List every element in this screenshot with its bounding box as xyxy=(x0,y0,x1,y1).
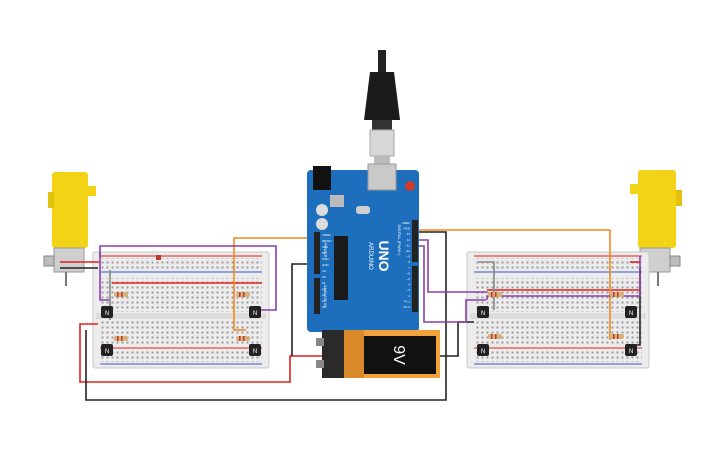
transistor-right-3: N xyxy=(477,344,489,356)
resistor-right-d xyxy=(610,334,624,339)
pin-label: ~10 xyxy=(405,249,410,253)
orange-wire-right xyxy=(418,229,611,340)
pin-label: AREF xyxy=(402,221,410,225)
pin-label: A4 xyxy=(322,299,326,303)
pin-label: 5V xyxy=(322,251,326,255)
left-dc-motor[interactable] xyxy=(43,172,96,286)
transistor-left-2: N xyxy=(249,306,261,318)
power-indicator xyxy=(156,255,161,260)
pin-label: 13 xyxy=(407,232,411,236)
purple-wire-left-top xyxy=(99,245,277,311)
transistor-label: N xyxy=(105,311,109,317)
resistor-left-c xyxy=(114,336,128,341)
pin-label: Vin xyxy=(322,269,327,273)
transistor-right-4: N xyxy=(625,344,637,356)
resistor-right-b xyxy=(610,292,624,297)
usb-cable[interactable] xyxy=(364,50,400,166)
arduino-logo-text: UNO xyxy=(376,240,392,271)
black-wire-bottom xyxy=(85,231,447,401)
pin-label: GND xyxy=(322,257,330,261)
transistor-label: N xyxy=(253,349,257,355)
pin-label: A0 xyxy=(322,275,326,279)
arduino-uno-board[interactable]: UNO ARDUINO DIGITAL (PWM~) POWER ANALOG … xyxy=(307,163,419,332)
black-wire-gnd xyxy=(291,263,310,356)
transistor-right-1: N xyxy=(477,306,489,318)
transistor-label: N xyxy=(481,349,485,355)
pin-label: ~11 xyxy=(405,243,410,247)
analog-section-label: ANALOG IN xyxy=(323,285,328,307)
resistor-left-a xyxy=(114,292,128,297)
red-wire-left-loop xyxy=(79,323,322,383)
purple-wire-to-right xyxy=(418,239,487,293)
pin-label: GND xyxy=(403,227,411,231)
resistor-right-c xyxy=(488,334,502,339)
pin-label: A2 xyxy=(322,287,326,291)
pin-label: GND xyxy=(322,263,330,267)
pin-label: 12 xyxy=(407,238,411,242)
arduino-brand-text: ARDUINO xyxy=(367,242,373,270)
pin-label: ~6 xyxy=(407,271,411,275)
orange-wire-left xyxy=(233,237,310,331)
digital-section-label: DIGITAL (PWM~) xyxy=(397,225,402,257)
transistor-left-3: N xyxy=(101,344,113,356)
pin-label: 4 xyxy=(408,283,410,287)
resistors[interactable] xyxy=(114,292,624,341)
resistor-left-b xyxy=(236,292,250,297)
battery-label: 9V xyxy=(390,345,407,365)
resistor-left-d xyxy=(236,336,250,341)
right-dc-motor[interactable] xyxy=(630,170,682,286)
transistor-left-4: N xyxy=(249,344,261,356)
right-breadboard[interactable] xyxy=(466,251,650,369)
transistor-label: N xyxy=(105,349,109,355)
pin-label: TX 1 xyxy=(404,299,411,303)
resistor-right-a xyxy=(488,292,502,297)
transistor-label: N xyxy=(481,311,485,317)
transistor-left-1: N xyxy=(101,306,113,318)
pin-label: RESET xyxy=(322,239,332,243)
pin-label: 2 xyxy=(408,294,410,298)
pin-label: A1 xyxy=(322,281,326,285)
left-breadboard[interactable] xyxy=(92,251,270,369)
power-section-label: POWER xyxy=(323,242,328,257)
pin-label: A5 xyxy=(322,305,326,309)
purple-wire-right-b xyxy=(418,245,486,323)
transistor-label: N xyxy=(629,349,633,355)
pin-label: ~3 xyxy=(407,288,411,292)
transistor-right-2: N xyxy=(625,306,637,318)
purple-wire-left-arduino xyxy=(99,252,110,301)
pin-label: ~5 xyxy=(407,277,411,281)
pin-label: A3 xyxy=(322,293,326,297)
pin-label: ~9 xyxy=(407,255,411,259)
battery-9v[interactable]: 9V xyxy=(316,330,440,378)
pin-label: 8 xyxy=(408,260,410,264)
pin-label: IOREF xyxy=(322,233,331,237)
pin-label: 3.3V xyxy=(322,245,328,249)
transistor-label: N xyxy=(253,311,257,317)
transistor-label: N xyxy=(629,311,633,317)
pin-label: RX 0 xyxy=(403,305,410,309)
purple-wire-right-top xyxy=(486,256,641,300)
pin-label: 7 xyxy=(408,266,410,270)
transistors[interactable]: N N N N N N N N xyxy=(101,306,637,356)
